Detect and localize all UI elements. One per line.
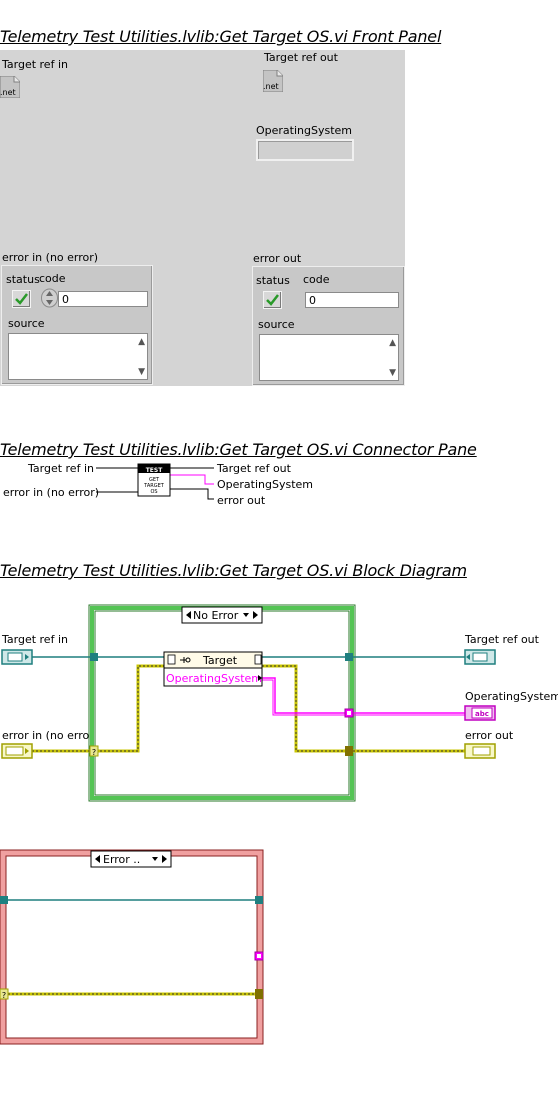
block-diagram-title: Telemetry Test Utilities.lvlib:Get Targe…: [0, 561, 467, 580]
net-icon-text: .net: [263, 82, 279, 91]
source-label: source: [258, 318, 295, 331]
string-terminal-text: abc: [475, 710, 489, 718]
operating-system-label: OperatingSystem: [256, 124, 353, 137]
cp-target-ref-in-label: Target ref in: [28, 462, 94, 475]
target-ref-in-control[interactable]: .net: [0, 76, 20, 98]
case-selector-label[interactable]: No Error: [193, 609, 239, 622]
code-output: 0: [305, 292, 399, 308]
scroll-down-icon[interactable]: ▼: [389, 368, 396, 378]
bd-error-in-label: error in (no error: [2, 729, 94, 742]
status-label: status: [6, 273, 40, 286]
svg-text:?: ?: [2, 991, 6, 1000]
operating-system-indicator: [256, 139, 354, 161]
checkmark-icon: [15, 293, 28, 305]
property-node-item[interactable]: OperatingSystem: [166, 672, 262, 685]
cp-target-ref-out-label: Target ref out: [217, 462, 291, 475]
cp-icon-line2: GET: [149, 477, 160, 483]
block-diagram-error-case: ? Error ..: [0, 849, 264, 1045]
svg-text:?: ?: [92, 748, 96, 757]
status-label: status: [256, 274, 290, 287]
cp-error-out-label: error out: [217, 494, 266, 507]
case-selector-error-label[interactable]: Error ..: [103, 853, 140, 866]
bd-target-ref-in-label: Target ref in: [2, 633, 68, 646]
target-ref-in-label: Target ref in: [2, 58, 68, 71]
cp-operating-system-label: OperatingSystem: [217, 478, 314, 491]
scroll-up-icon[interactable]: ▲: [389, 338, 396, 348]
source-label: source: [8, 317, 45, 330]
code-label: code: [39, 272, 66, 285]
cp-error-in-label: error in (no error): [3, 486, 100, 499]
cp-icon-line4: OS: [150, 489, 157, 495]
connector-pane-diagram: TEST GET TARGET OS: [96, 463, 214, 500]
block-diagram-no-error-case: ? No Error abc Target OperatingSystem: [1, 604, 496, 802]
code-increment-decrement-icon[interactable]: [40, 288, 59, 308]
cp-icon-line3: TARGET: [143, 483, 165, 489]
bd-error-out-label: error out: [465, 729, 514, 742]
code-label: code: [303, 273, 330, 286]
code-input[interactable]: 0: [58, 291, 148, 307]
scroll-up-icon[interactable]: ▲: [138, 337, 145, 347]
source-output-textbox: ▲ ▼: [259, 334, 399, 381]
connector-pane-title: Telemetry Test Utilities.lvlib:Get Targe…: [0, 440, 477, 459]
scroll-down-icon[interactable]: ▼: [138, 367, 145, 377]
target-ref-out-indicator: .net: [263, 70, 283, 92]
cp-icon-line1: TEST: [146, 467, 164, 474]
checkmark-icon: [266, 294, 279, 306]
status-indicator: [263, 291, 282, 309]
property-node-class[interactable]: Target: [202, 654, 238, 667]
source-textbox[interactable]: ▲ ▼: [8, 333, 148, 380]
front-panel-title: Telemetry Test Utilities.lvlib:Get Targe…: [0, 27, 442, 46]
error-in-label: error in (no error): [2, 251, 99, 264]
bd-operating-system-label: OperatingSystem: [465, 690, 558, 703]
net-icon-text: .net: [0, 88, 16, 97]
status-checkbox[interactable]: [12, 290, 31, 308]
error-out-label: error out: [253, 252, 302, 265]
target-ref-out-label: Target ref out: [264, 51, 338, 64]
bd-target-ref-out-label: Target ref out: [465, 633, 539, 646]
